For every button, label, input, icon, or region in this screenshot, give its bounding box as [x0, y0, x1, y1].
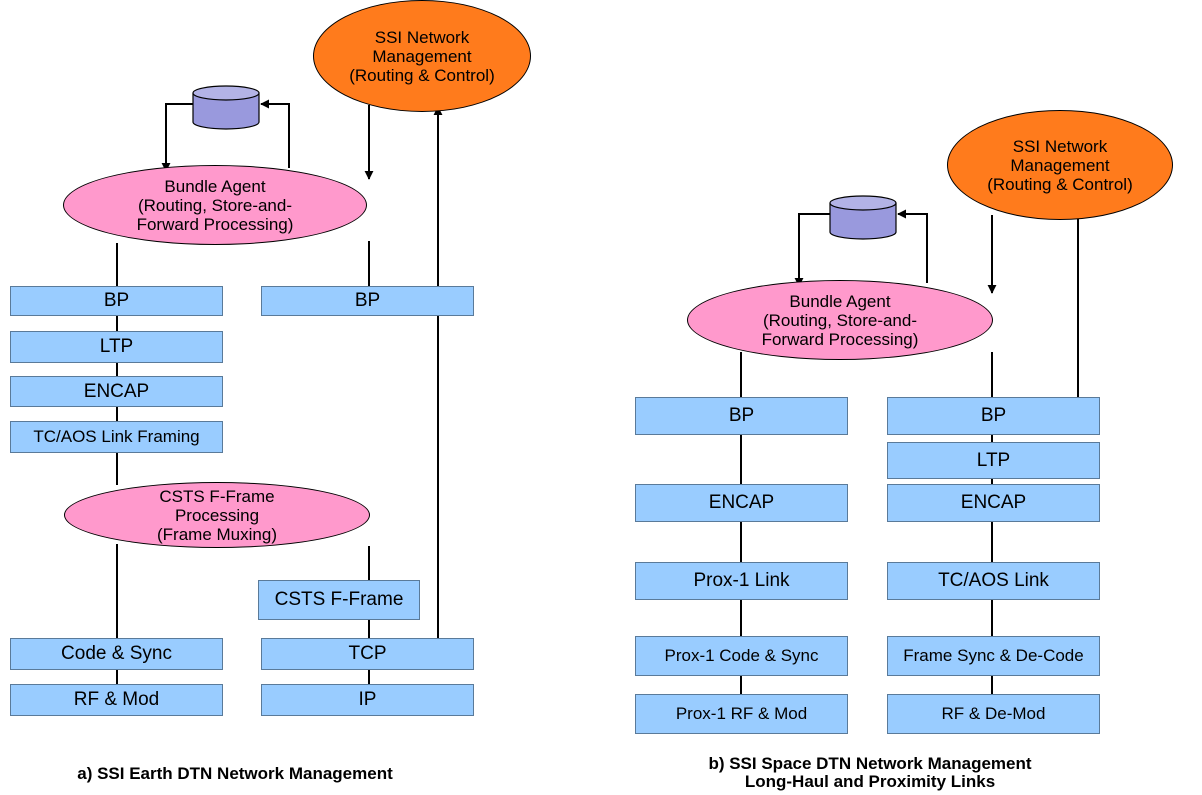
- space-left-encap-box: ENCAP: [635, 484, 848, 522]
- mgmt-line-2: Management: [372, 46, 472, 66]
- space-left-prox-code-sync-box: Prox-1 Code & Sync: [635, 636, 848, 676]
- earth-right-bp-box: BP: [261, 286, 474, 316]
- earth-bundle-agent-oval: Bundle Agent (Routing, Store-and- Forwar…: [63, 165, 367, 245]
- storage-out-arrow: [794, 213, 830, 287]
- space-network-management-oval: SSI Network Management (Routing & Contro…: [947, 110, 1173, 220]
- agent-line-1: Bundle Agent: [164, 176, 266, 196]
- space-left-prox-rf-mod-box: Prox-1 RF & Mod: [635, 694, 848, 734]
- earth-left-ltp-box: LTP: [10, 331, 223, 363]
- agent-line-3: Forward Processing): [761, 329, 919, 349]
- csts-line-1: CSTS F-Frame: [159, 486, 275, 506]
- agent-line-3: Forward Processing): [136, 214, 294, 234]
- space-stack-links: [740, 352, 993, 694]
- earth-left-bp-box: BP: [10, 286, 223, 316]
- earth-network-management-oval: SSI Network Management (Routing & Contro…: [313, 0, 531, 112]
- csts-line-3: (Frame Muxing): [157, 524, 277, 544]
- mgmt-line-1: SSI Network: [1012, 136, 1108, 156]
- storage-in-arrow: [260, 99, 290, 168]
- earth-left-code-sync-box: Code & Sync: [10, 638, 223, 670]
- agent-line-2: (Routing, Store-and-: [762, 310, 918, 330]
- space-caption: b) SSI Space DTN Network Management Long…: [620, 755, 1120, 791]
- earth-caption-text: a) SSI Earth DTN Network Management: [77, 764, 393, 783]
- space-right-frame-sync-box: Frame Sync & De-Code: [887, 636, 1100, 676]
- earth-caption: a) SSI Earth DTN Network Management: [20, 765, 450, 783]
- space-right-tc-aos-link-box: TC/AOS Link: [887, 562, 1100, 600]
- mgmt-line-1: SSI Network: [374, 27, 470, 47]
- space-right-bp-box: BP: [887, 397, 1100, 435]
- earth-stack-links: [116, 241, 370, 684]
- space-left-bp-box: BP: [635, 397, 848, 435]
- earth-left-link-framing-box: TC/AOS Link Framing: [10, 421, 223, 453]
- space-bundle-agent-oval: Bundle Agent (Routing, Store-and- Forwar…: [687, 280, 993, 360]
- earth-right-ip-box: IP: [261, 684, 474, 716]
- mgmt-line-3: (Routing & Control): [987, 174, 1133, 194]
- storage-in-arrow: [897, 209, 928, 283]
- agent-line-1: Bundle Agent: [789, 291, 891, 311]
- earth-right-csts-frame-box: CSTS F-Frame: [258, 580, 420, 620]
- mgmt-line-3: (Routing & Control): [349, 65, 495, 85]
- storage-out-arrow: [161, 103, 193, 172]
- storage-cylinder-icon: [829, 195, 897, 240]
- csts-line-2: Processing: [174, 505, 260, 525]
- space-right-encap-box: ENCAP: [887, 484, 1100, 522]
- storage-cylinder-icon: [192, 85, 260, 130]
- earth-left-encap-box: ENCAP: [10, 376, 223, 407]
- earth-left-rf-mod-box: RF & Mod: [10, 684, 223, 716]
- space-left-prox-link-box: Prox-1 Link: [635, 562, 848, 600]
- earth-csts-frame-processing-oval: CSTS F-Frame Processing (Frame Muxing): [64, 482, 370, 548]
- space-right-ltp-box: LTP: [887, 442, 1100, 479]
- mgmt-line-2: Management: [1010, 155, 1110, 175]
- earth-right-tcp-box: TCP: [261, 638, 474, 670]
- space-caption-line-1: b) SSI Space DTN Network Management: [708, 754, 1032, 773]
- space-caption-line-2: Long-Haul and Proximity Links: [744, 772, 996, 791]
- space-right-rf-demod-box: RF & De-Mod: [887, 694, 1100, 734]
- agent-line-2: (Routing, Store-and-: [137, 195, 293, 215]
